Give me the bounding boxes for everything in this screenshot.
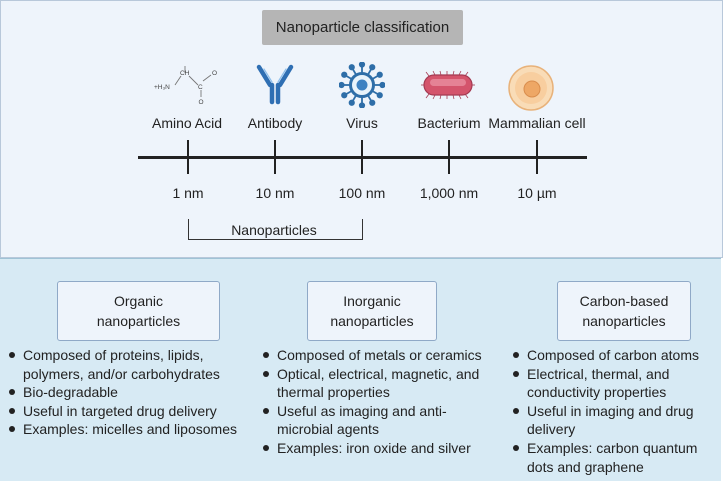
tick-label-10um: 10 µm (517, 185, 557, 201)
virus-icon (338, 61, 386, 109)
label-mammalian-cell: Mammalian cell (488, 115, 586, 131)
list-item: Composed of metals or ceramics (262, 346, 492, 365)
list-item: Useful in imaging and drug delivery (512, 402, 720, 439)
mammalian-cell-icon (507, 64, 555, 112)
amino-acid-icon: +H₃N CH C O O (151, 63, 225, 109)
tick-label-1nm: 1 nm (172, 185, 204, 201)
list-item: Composed of carbon atoms (512, 346, 720, 365)
list-item: Useful in targeted drug delivery (8, 402, 250, 421)
antibody-icon (255, 64, 295, 106)
carbon-title-line1: Carbon-based (579, 293, 669, 309)
list-item: Useful as imaging and anti-microbial age… (262, 402, 492, 439)
bacterium-icon (421, 69, 475, 101)
list-item: Bio-degradable (8, 383, 250, 402)
amine-group-label: +H₃N (154, 84, 170, 91)
list-item: Examples: iron oxide and silver (262, 439, 492, 458)
tick-label-100nm: 100 nm (338, 185, 386, 201)
list-item: Examples: micelles and liposomes (8, 420, 250, 439)
inorganic-bullet-list: Composed of metals or ceramics Optical, … (262, 346, 492, 458)
label-virus: Virus (346, 115, 378, 131)
diagram-title: Nanoparticle classification (262, 10, 463, 45)
tick-1000nm (448, 140, 450, 174)
tick-10um (536, 140, 538, 174)
tick-label-1000nm: 1,000 nm (419, 185, 479, 201)
alpha-carbon-label: CH (180, 70, 190, 77)
label-antibody: Antibody (247, 115, 303, 131)
label-amino-acid: Amino Acid (151, 115, 223, 131)
inorganic-category-box: Inorganic nanoparticles (307, 281, 437, 341)
carbonyl-oxygen-label: O (212, 70, 217, 77)
label-bacterium: Bacterium (417, 115, 481, 131)
tick-1nm (187, 140, 189, 174)
inorganic-title-line1: Inorganic (343, 293, 401, 309)
list-item: Optical, electrical, magnetic, and therm… (262, 365, 492, 402)
tick-10nm (274, 140, 276, 174)
carboxyl-carbon-label: C (198, 84, 203, 91)
carbon-title-line2: nanoparticles (582, 313, 666, 329)
nanoparticles-label: Nanoparticles (231, 222, 317, 238)
scale-panel: Nanoparticle classification +H₃N CH C O … (0, 0, 723, 258)
list-item: Examples: carbon quantum dots and graphe… (512, 439, 720, 476)
tick-label-10nm: 10 nm (255, 185, 295, 201)
organic-title-line2: nanoparticles (96, 313, 181, 329)
inorganic-title-line2: nanoparticles (330, 313, 414, 329)
list-item: Electrical, thermal, and conductivity pr… (512, 365, 720, 402)
carbon-based-category-box: Carbon-based nanoparticles (557, 281, 691, 341)
organic-title-line1: Organic (113, 293, 164, 309)
nanoparticles-bracket (188, 219, 363, 240)
hydroxyl-oxygen-label: O (199, 99, 204, 106)
organic-bullet-list: Composed of proteins, lipids, polymers, … (8, 346, 250, 439)
list-item: Composed of proteins, lipids, polymers, … (8, 346, 250, 383)
carbon-based-bullet-list: Composed of carbon atoms Electrical, the… (512, 346, 720, 476)
tick-100nm (361, 140, 363, 174)
organic-category-box: Organic nanoparticles (57, 281, 220, 341)
